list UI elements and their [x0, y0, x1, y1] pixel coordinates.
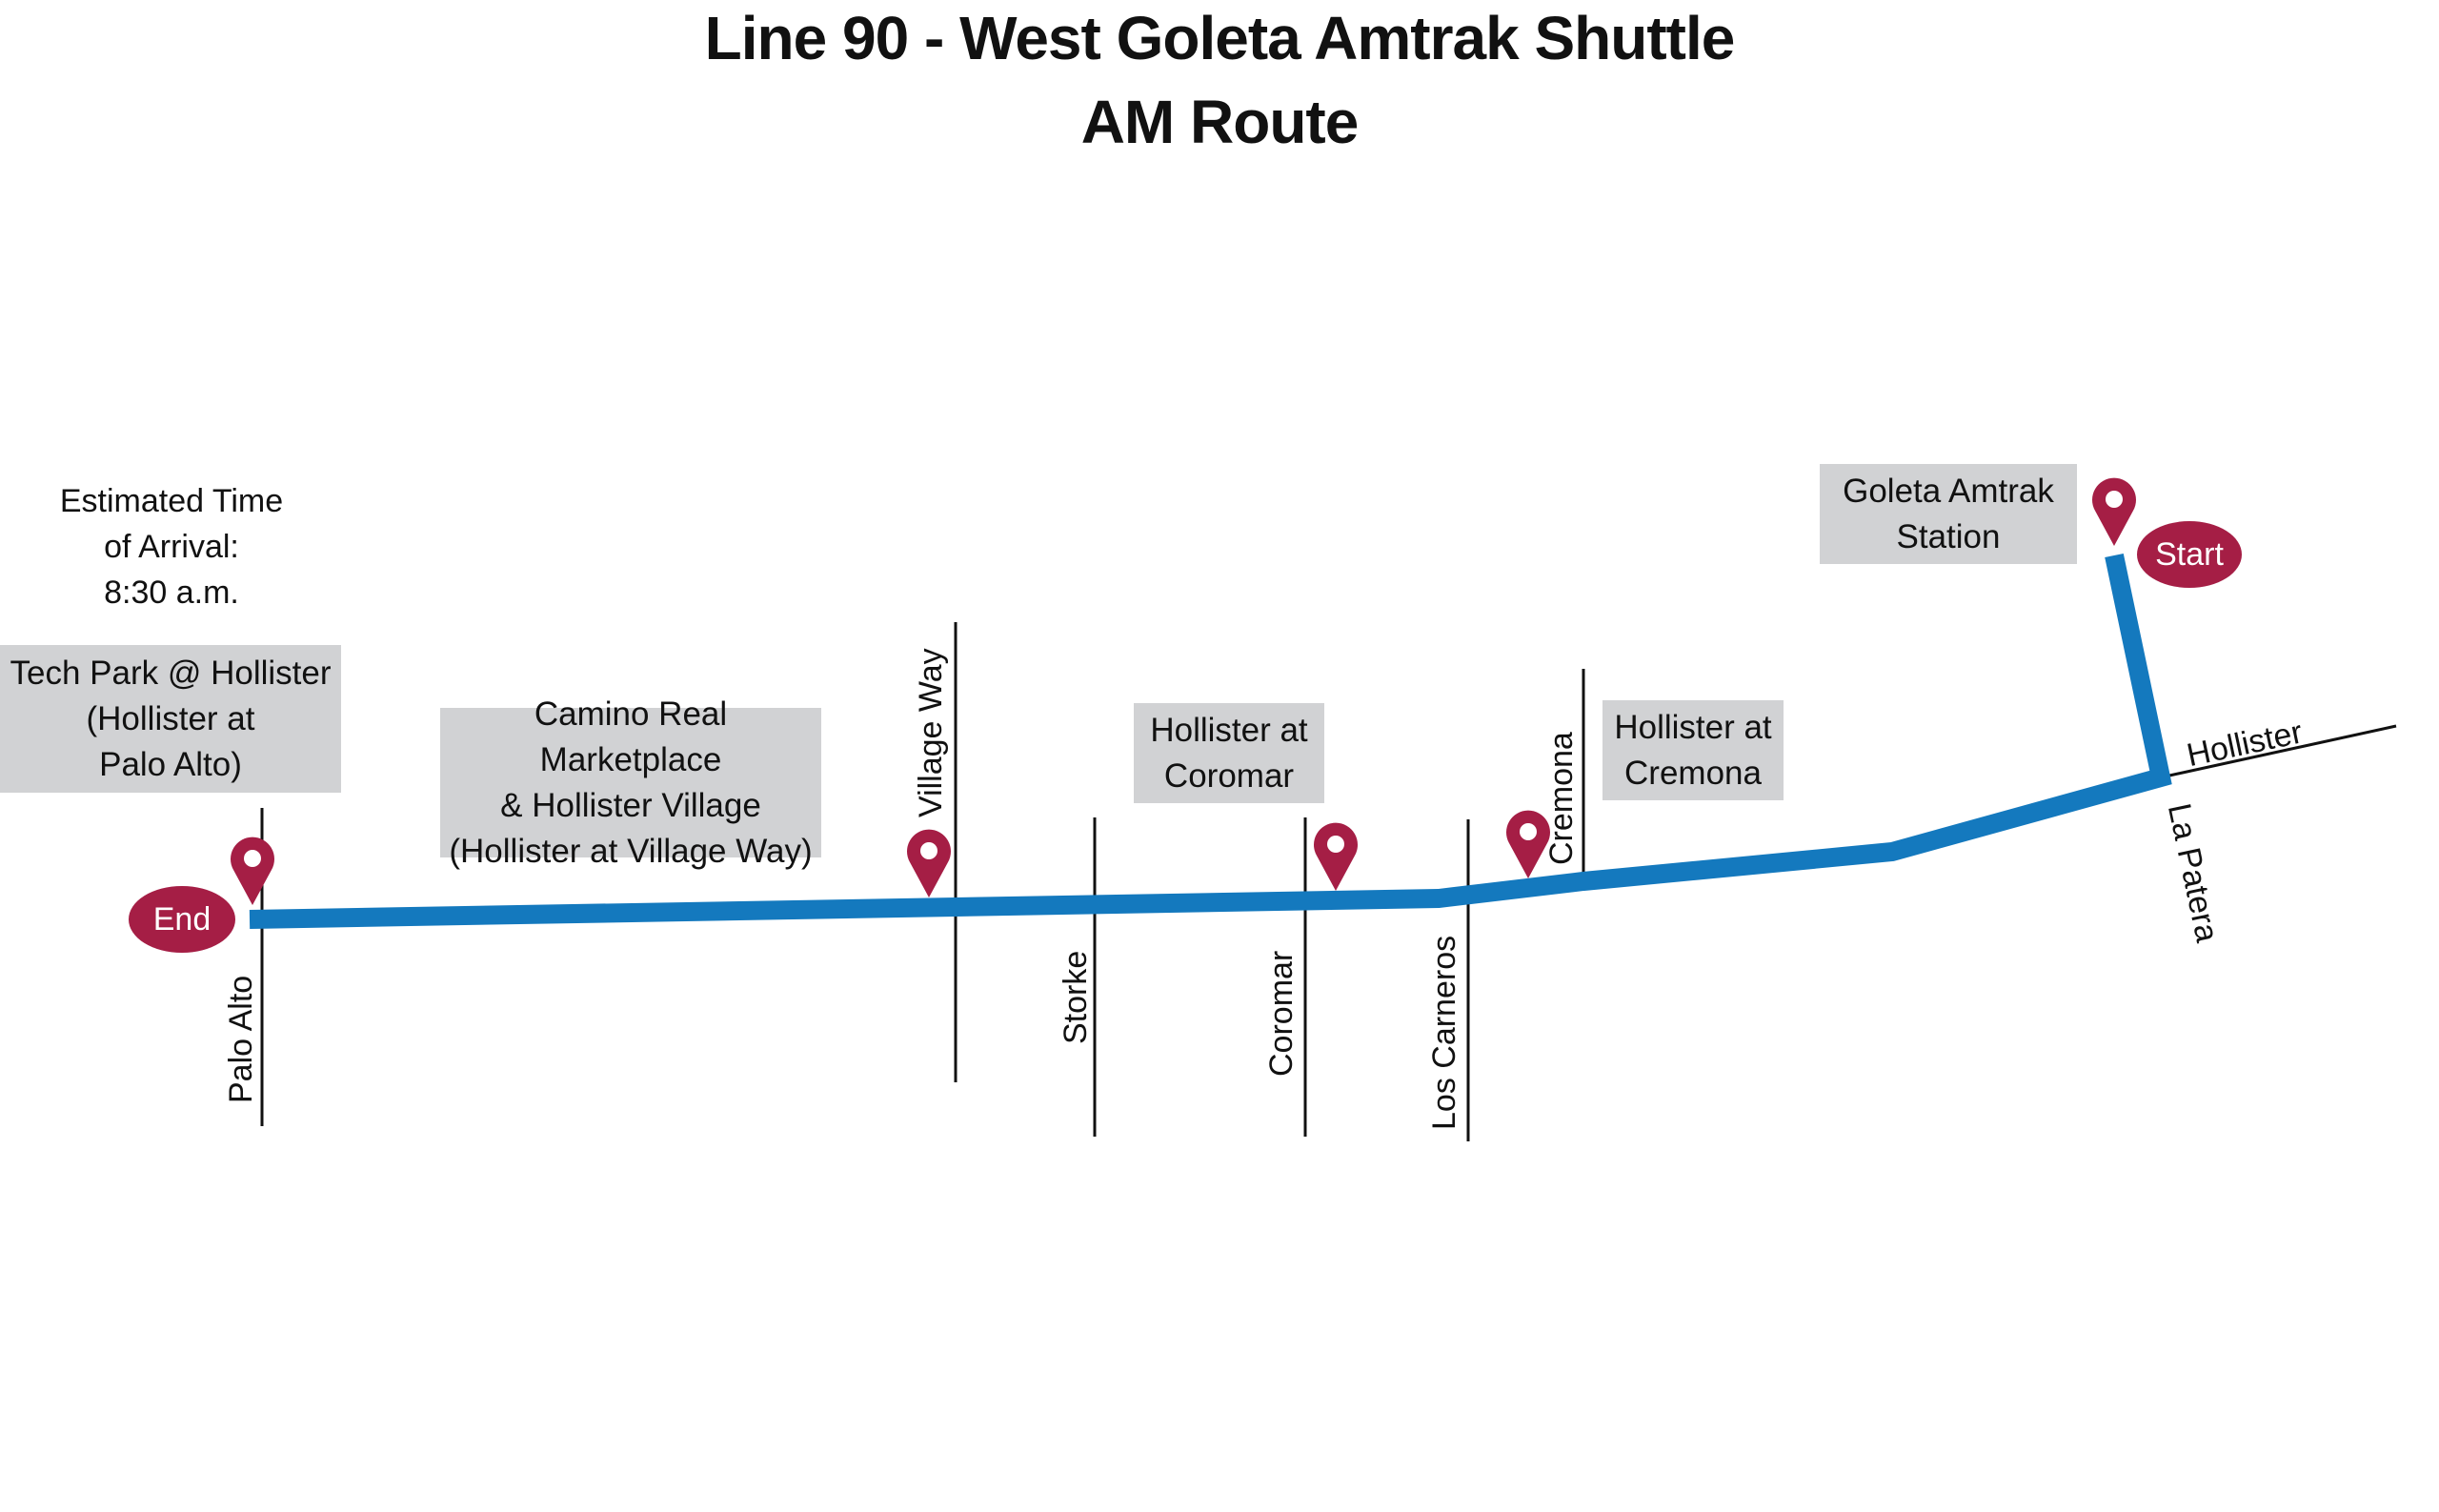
- start-label: Start: [2155, 535, 2224, 573]
- street-label-palo-alto: Palo Alto: [223, 975, 259, 1103]
- stop-label-line: Station: [1896, 517, 2001, 555]
- street-line-hollister-east: [2160, 724, 2397, 779]
- eta-line-3: 8:30 a.m.: [104, 575, 239, 611]
- stop-label-line: Camino Real Marketplace: [534, 695, 728, 778]
- pin-icon-tech-park[interactable]: [231, 837, 274, 905]
- street-label-cremona: Cremona: [1543, 732, 1580, 865]
- street-label-village-way: Village Way: [913, 648, 949, 817]
- stop-label-line: Coromar: [1163, 756, 1295, 795]
- stop-label-line: Cremona: [1624, 754, 1762, 792]
- street-label-los-carneros: Los Carneros: [1426, 935, 1462, 1130]
- pin-icon-camino-real[interactable]: [907, 829, 951, 897]
- end-label: End: [152, 900, 212, 937]
- street-label-coromar: Coromar: [1263, 950, 1300, 1077]
- stop-label-camino-real[interactable]: Camino Real Marketplace & Hollister Vill…: [440, 696, 821, 870]
- stop-label-line: Hollister at: [1150, 711, 1308, 749]
- eta-text: Estimated Time of Arrival: 8:30 a.m.: [38, 478, 305, 615]
- pin-icon-hollister-coromar[interactable]: [1314, 822, 1358, 891]
- stop-label-hollister-cremona[interactable]: Hollister at Cremona: [1602, 700, 1784, 800]
- stop-label-line: Hollister at: [1614, 708, 1772, 746]
- pin-icon-hollister-cremona[interactable]: [1506, 810, 1550, 878]
- stop-label-line: (Hollister at Village Way): [449, 832, 813, 870]
- eta-line-1: Estimated Time: [59, 483, 284, 519]
- stop-label-line: Palo Alto): [99, 745, 242, 783]
- pin-icon-goleta-amtrak[interactable]: [2092, 477, 2136, 546]
- stop-label-hollister-coromar[interactable]: Hollister at Coromar: [1134, 703, 1324, 803]
- street-label-storke: Storke: [1058, 950, 1094, 1044]
- start-marker: Start: [2137, 521, 2242, 588]
- stop-label-goleta-amtrak[interactable]: Goleta Amtrak Station: [1820, 464, 2077, 564]
- stop-label-line: & Hollister Village: [500, 786, 761, 824]
- stop-label-tech-park[interactable]: Tech Park @ Hollister (Hollister at Palo…: [0, 645, 341, 793]
- end-marker: End: [129, 886, 235, 953]
- bus-route-line: [249, 553, 2172, 929]
- stop-label-line: Goleta Amtrak: [1843, 472, 2054, 510]
- map-title: Line 90 - West Goleta Amtrak Shuttle: [704, 4, 1736, 72]
- map-subtitle: AM Route: [1080, 88, 1360, 156]
- eta-line-2: of Arrival:: [104, 529, 239, 565]
- stop-label-line: Tech Park @ Hollister: [10, 654, 332, 692]
- stop-label-line: (Hollister at: [86, 699, 255, 737]
